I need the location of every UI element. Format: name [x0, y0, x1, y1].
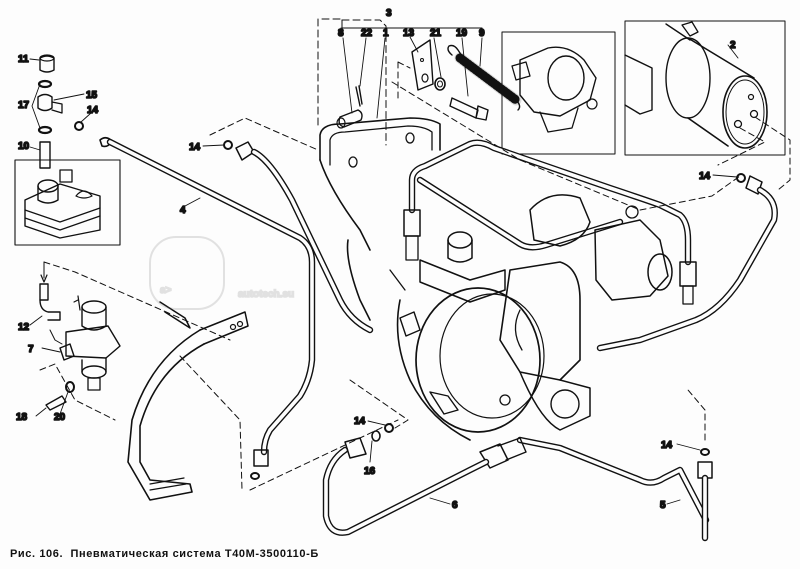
valve-inset-box — [501, 31, 616, 155]
callout-14-upper: 14 — [189, 142, 201, 153]
callout-1: 1 — [383, 28, 389, 39]
plate-part-13 — [397, 36, 434, 101]
pipe-upper-middle — [202, 117, 374, 334]
callout-8: 8 — [338, 28, 344, 39]
main-valve-assembly — [389, 139, 710, 524]
callout-11: 11 — [18, 54, 29, 65]
callout-17: 17 — [18, 100, 30, 111]
washers-part-14-16 — [249, 379, 409, 491]
callout-10: 10 — [18, 141, 30, 152]
callout-4: 4 — [180, 205, 186, 216]
assembly-3-bracket — [317, 18, 483, 146]
figure-caption: Рис. 106. Пневматическая система Т40М-35… — [10, 548, 319, 560]
callout-14-receiver: 14 — [699, 171, 711, 182]
compressor-head-group — [14, 54, 121, 246]
pipe-part-4 — [99, 136, 316, 480]
assembly-dash-line — [391, 81, 741, 211]
callout-3: 3 — [386, 8, 392, 19]
callout-13: 13 — [403, 28, 415, 39]
callout-2: 2 — [730, 40, 736, 51]
caption-prefix: Рис. 106. — [10, 548, 64, 560]
callout-14-head: 14 — [87, 105, 99, 116]
callout-5: 5 — [660, 500, 666, 511]
callout-15: 15 — [86, 90, 98, 101]
leader-1 — [376, 37, 386, 119]
callout-7: 7 — [28, 344, 34, 355]
air-receiver-part-2 — [624, 20, 791, 191]
callout-14-lower: 14 — [354, 416, 366, 427]
callout-20: 20 — [54, 412, 66, 423]
pin-part-8 — [336, 37, 363, 129]
spring-part-9 — [447, 37, 522, 111]
cotter-pin-part-22 — [355, 37, 367, 107]
callout-21: 21 — [430, 28, 442, 39]
callout-labels: 3 8 22 1 13 21 19 9 2 11 15 17 14 10 14 … — [15, 7, 737, 512]
pipe-part-5 — [666, 389, 713, 542]
caption-title: Пневматическая система Т40М-3500110-Б — [70, 548, 319, 560]
callout-19: 19 — [456, 28, 468, 39]
mounting-bracket-frame — [319, 117, 441, 321]
washer-part-21 — [433, 37, 446, 91]
callout-16: 16 — [364, 466, 376, 477]
callout-6: 6 — [452, 500, 458, 511]
pipe-part-6 — [322, 437, 490, 536]
brake-valve-group — [29, 261, 231, 421]
brake-pedal — [127, 301, 249, 501]
callout-12: 12 — [18, 322, 30, 333]
callout-18: 18 — [16, 412, 28, 423]
callout-9: 9 — [479, 28, 485, 39]
callout-14-right: 14 — [661, 440, 673, 451]
callout-22: 22 — [361, 28, 373, 39]
